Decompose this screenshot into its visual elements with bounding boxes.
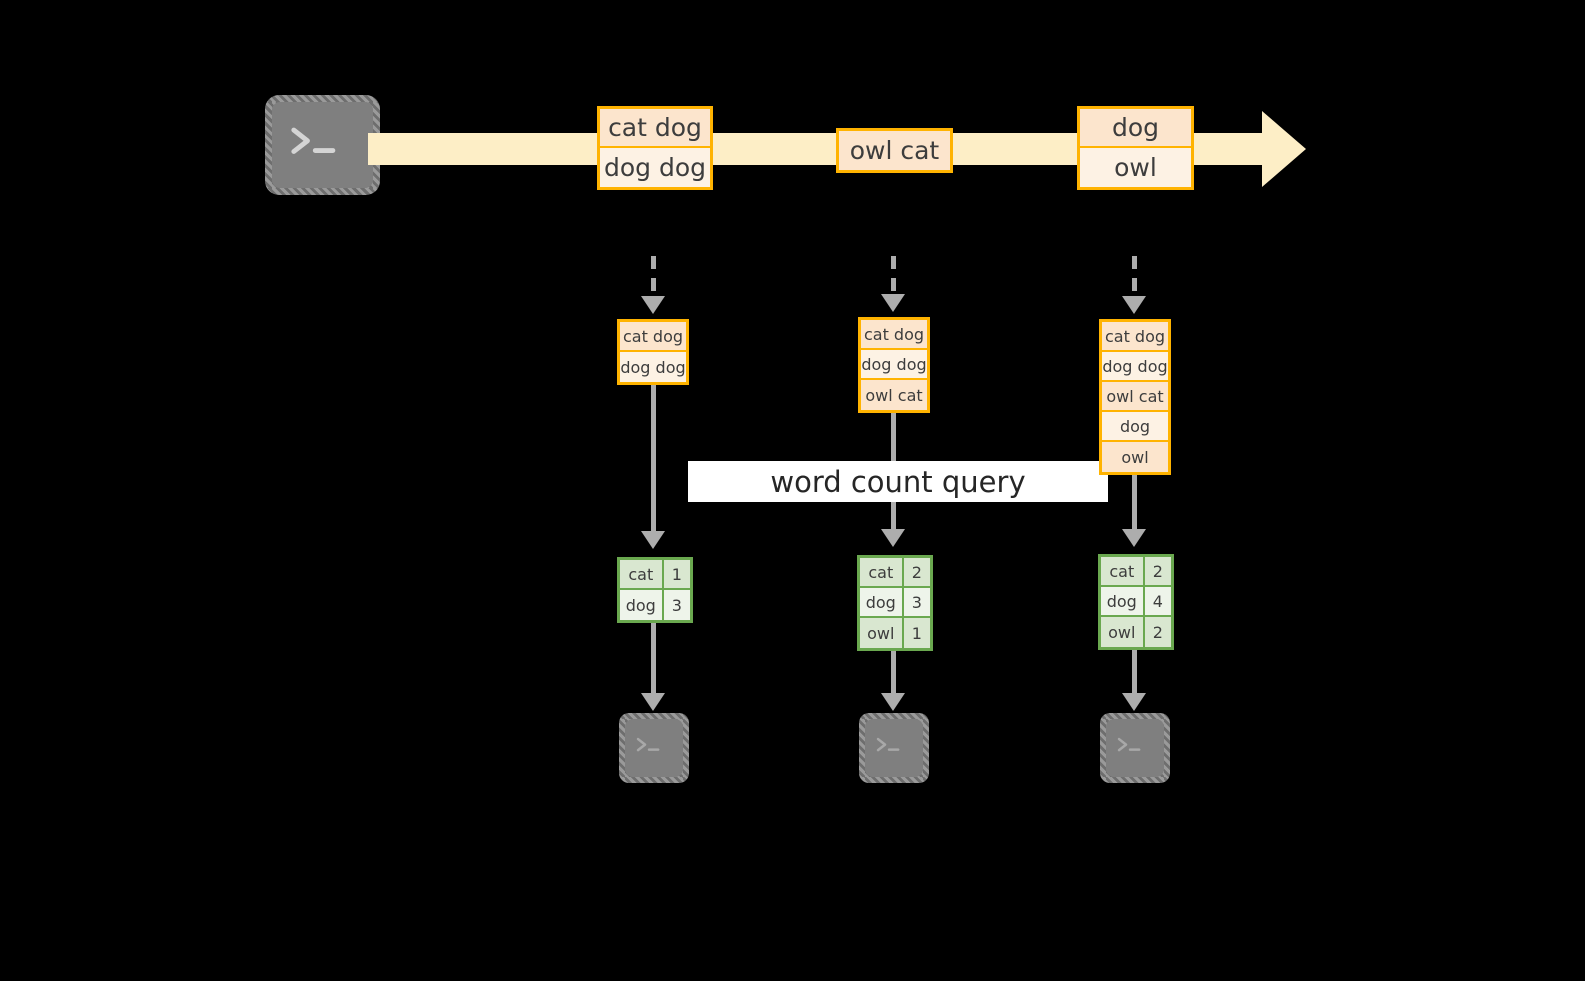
console-screen [272,102,373,188]
terminal-console-icon-sink-3 [1100,713,1170,783]
stream-event-line: dog dog [600,148,710,187]
accumulated-event-row: dog dog [1102,352,1168,382]
result-row: cat 1 [620,560,690,590]
sink-arrow-line-1 [651,623,656,695]
console-screen [1106,719,1164,777]
terminal-console-icon-sink-2 [859,713,929,783]
query-label: word count query [688,461,1108,502]
query-arrow-line-3 [1132,475,1137,531]
accumulated-event-row: dog dog [620,352,686,382]
dashed-down-arrow-icon-3 [1132,256,1137,298]
result-count: 4 [1144,587,1171,615]
result-row: dog 4 [1101,587,1171,617]
accumulated-event-row: cat dog [1102,322,1168,352]
stream-event-line: owl [1080,148,1191,187]
stream-event-line: owl cat [839,131,950,170]
result-count: 3 [903,588,930,616]
result-word: cat [1101,557,1145,585]
console-screen [625,719,683,777]
stream-event-2: owl cat [836,128,953,173]
query-arrow-head-1 [641,531,665,549]
result-row: owl 1 [860,618,930,648]
terminal-console-icon-sink-1 [619,713,689,783]
accumulated-events-table-1: cat dog dog dog [617,319,689,385]
accumulated-events-table-2: cat dog dog dog owl cat [858,317,930,413]
sink-arrow-head-1 [641,693,665,711]
accumulated-event-row: owl cat [1102,382,1168,412]
dashed-down-arrow-head-3 [1122,296,1146,314]
stream-event-line: cat dog [600,109,710,148]
result-word: dog [860,588,904,616]
dashed-down-arrow-icon-1 [651,256,656,298]
stream-event-3: dog owl [1077,106,1194,190]
query-arrow-head-2 [881,529,905,547]
prompt-glyph [877,737,900,752]
terminal-console-icon-source [265,95,380,195]
result-count: 2 [1144,557,1171,585]
result-row: dog 3 [860,588,930,618]
result-count: 1 [903,618,930,648]
stream-event-line: dog [1080,109,1191,148]
result-word: owl [1101,617,1145,647]
result-word: dog [1101,587,1145,615]
console-screen [865,719,923,777]
result-word: cat [620,560,664,588]
prompt-glyph [637,737,660,752]
word-count-result-table-3: cat 2 dog 4 owl 2 [1098,554,1174,650]
result-row: cat 2 [860,558,930,588]
result-count: 3 [663,590,690,620]
result-count: 1 [663,560,690,588]
result-word: owl [860,618,904,648]
result-row: cat 2 [1101,557,1171,587]
accumulated-event-row: cat dog [861,320,927,350]
result-word: cat [860,558,904,586]
result-word: dog [620,590,664,620]
sink-arrow-line-2 [891,651,896,695]
dashed-down-arrow-head-1 [641,296,665,314]
prompt-glyph [291,127,336,154]
accumulated-event-row: dog dog [861,350,927,380]
accumulated-event-row: owl [1102,442,1168,472]
result-row: dog 3 [620,590,690,620]
result-row: owl 2 [1101,617,1171,647]
sink-arrow-head-3 [1122,693,1146,711]
query-arrow-line-1 [651,385,656,533]
result-count: 2 [903,558,930,586]
stream-arrowhead-icon [1262,111,1306,187]
stream-event-1: cat dog dog dog [597,106,713,190]
query-arrow-head-3 [1122,529,1146,547]
word-count-result-table-1: cat 1 dog 3 [617,557,693,623]
accumulated-event-row: cat dog [620,322,686,352]
dashed-down-arrow-icon-2 [891,256,896,296]
prompt-glyph [1118,737,1141,752]
sink-arrow-head-2 [881,693,905,711]
accumulated-event-row: owl cat [861,380,927,410]
dashed-down-arrow-head-2 [881,294,905,312]
word-count-result-table-2: cat 2 dog 3 owl 1 [857,555,933,651]
accumulated-event-row: dog [1102,412,1168,442]
accumulated-events-table-3: cat dog dog dog owl cat dog owl [1099,319,1171,475]
sink-arrow-line-3 [1132,650,1137,695]
result-count: 2 [1144,617,1171,647]
